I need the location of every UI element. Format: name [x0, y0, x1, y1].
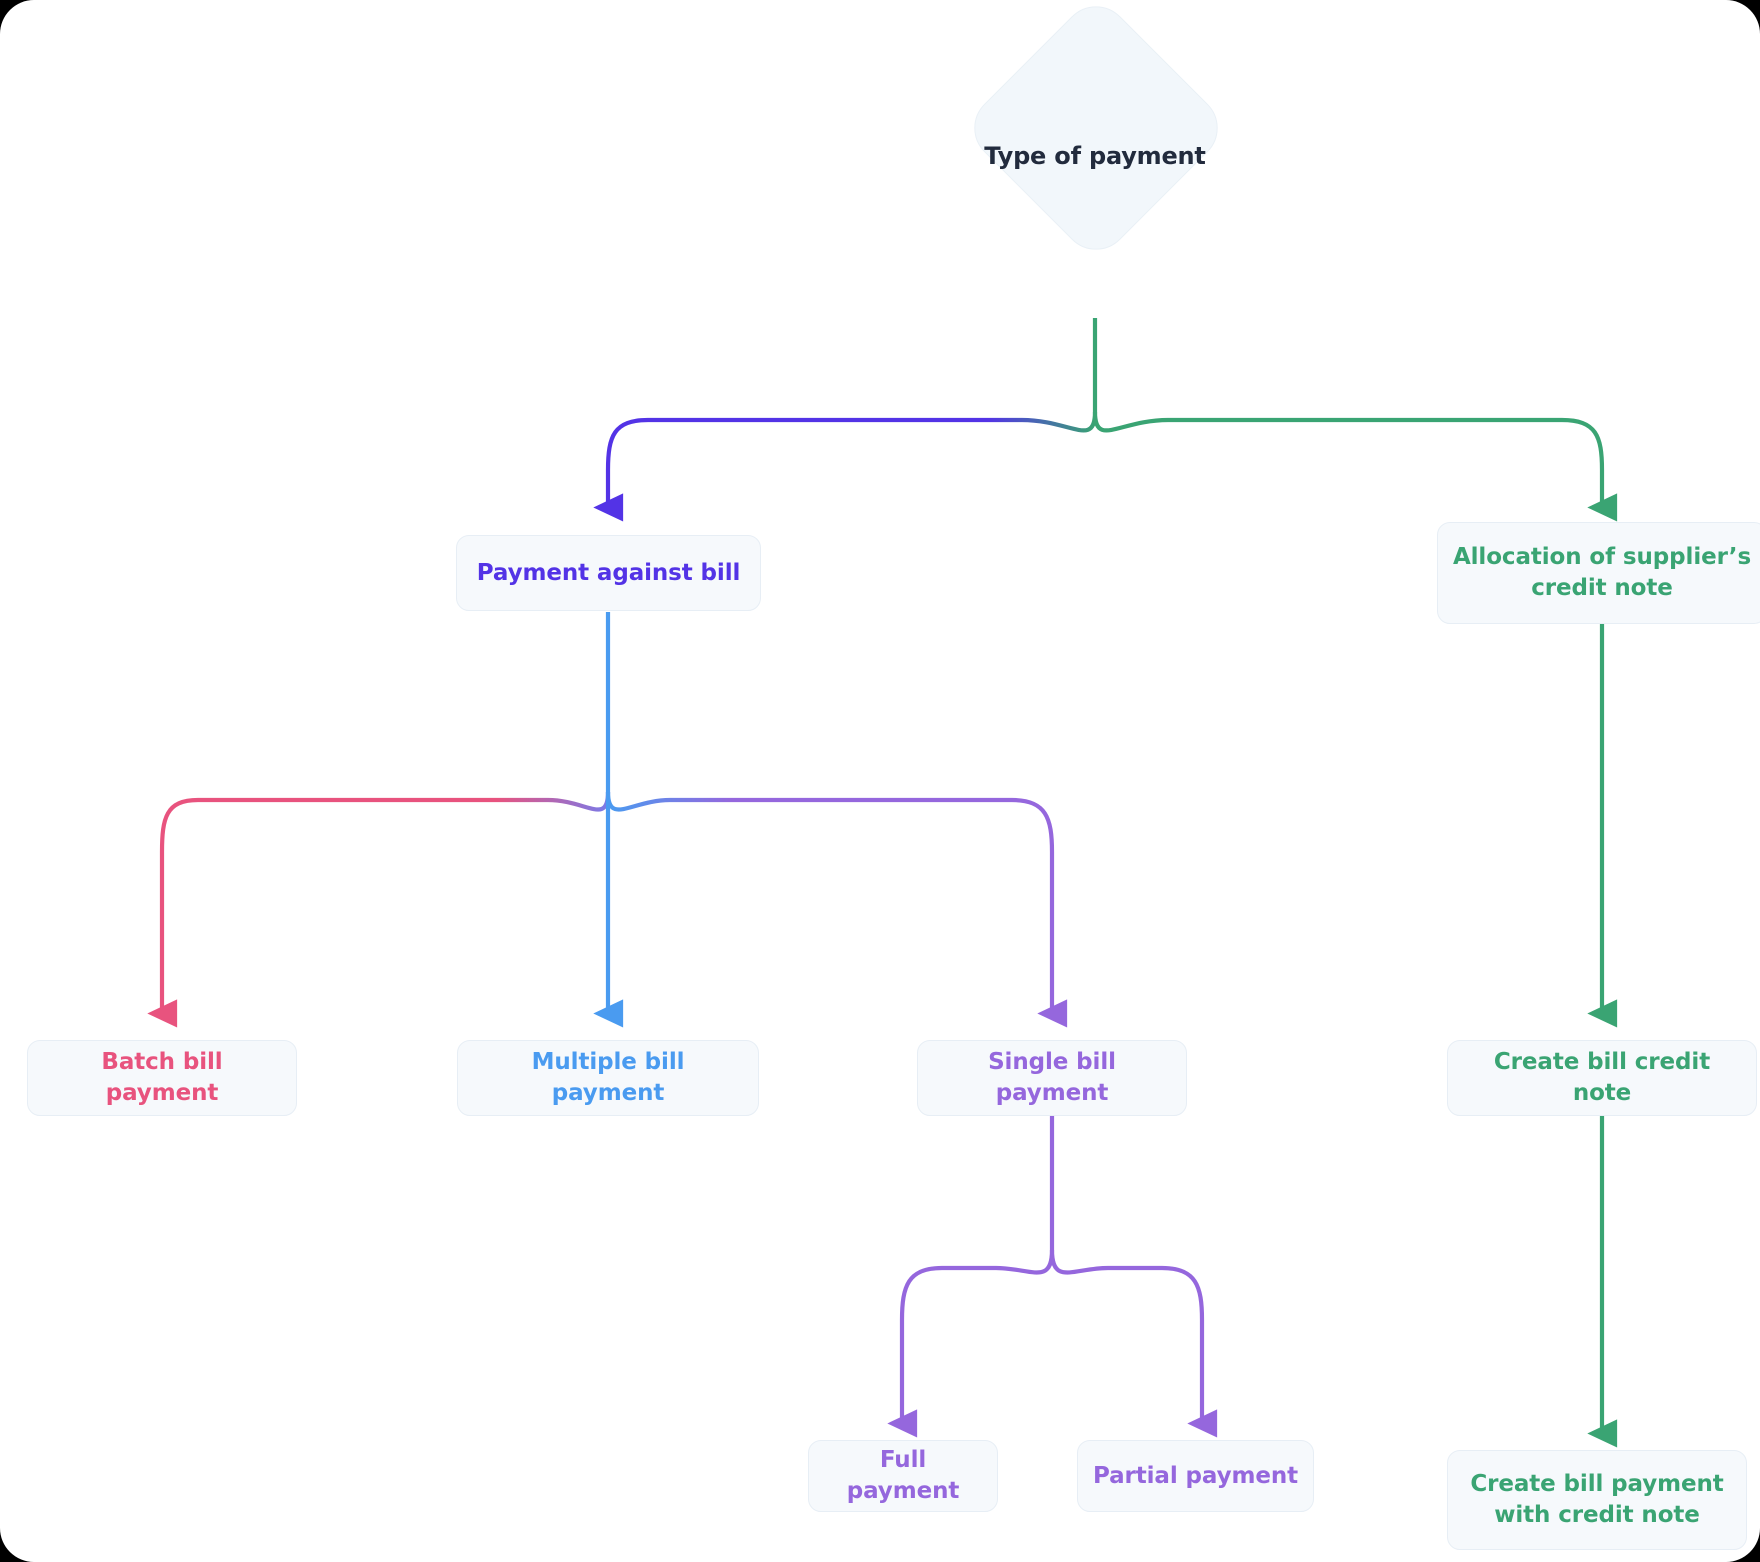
node-create-bill-payment-with-credit-note[interactable]: Create bill payment with credit note [1447, 1450, 1747, 1550]
node-multiple-bill-payment[interactable]: Multiple bill payment [457, 1040, 759, 1116]
node-batch-bill-payment[interactable]: Batch bill payment [27, 1040, 297, 1116]
node-payment-against-bill[interactable]: Payment against bill [456, 535, 761, 611]
decision-label-type-of-payment: Type of payment [984, 142, 1206, 170]
node-full-payment[interactable]: Full payment [808, 1440, 998, 1512]
node-single-bill-payment[interactable]: Single bill payment [917, 1040, 1187, 1116]
node-partial-payment[interactable]: Partial payment [1077, 1440, 1314, 1512]
node-allocation-credit-note[interactable]: Allocation of supplier’s credit note [1437, 522, 1760, 624]
node-create-bill-credit-note[interactable]: Create bill credit note [1447, 1040, 1757, 1116]
